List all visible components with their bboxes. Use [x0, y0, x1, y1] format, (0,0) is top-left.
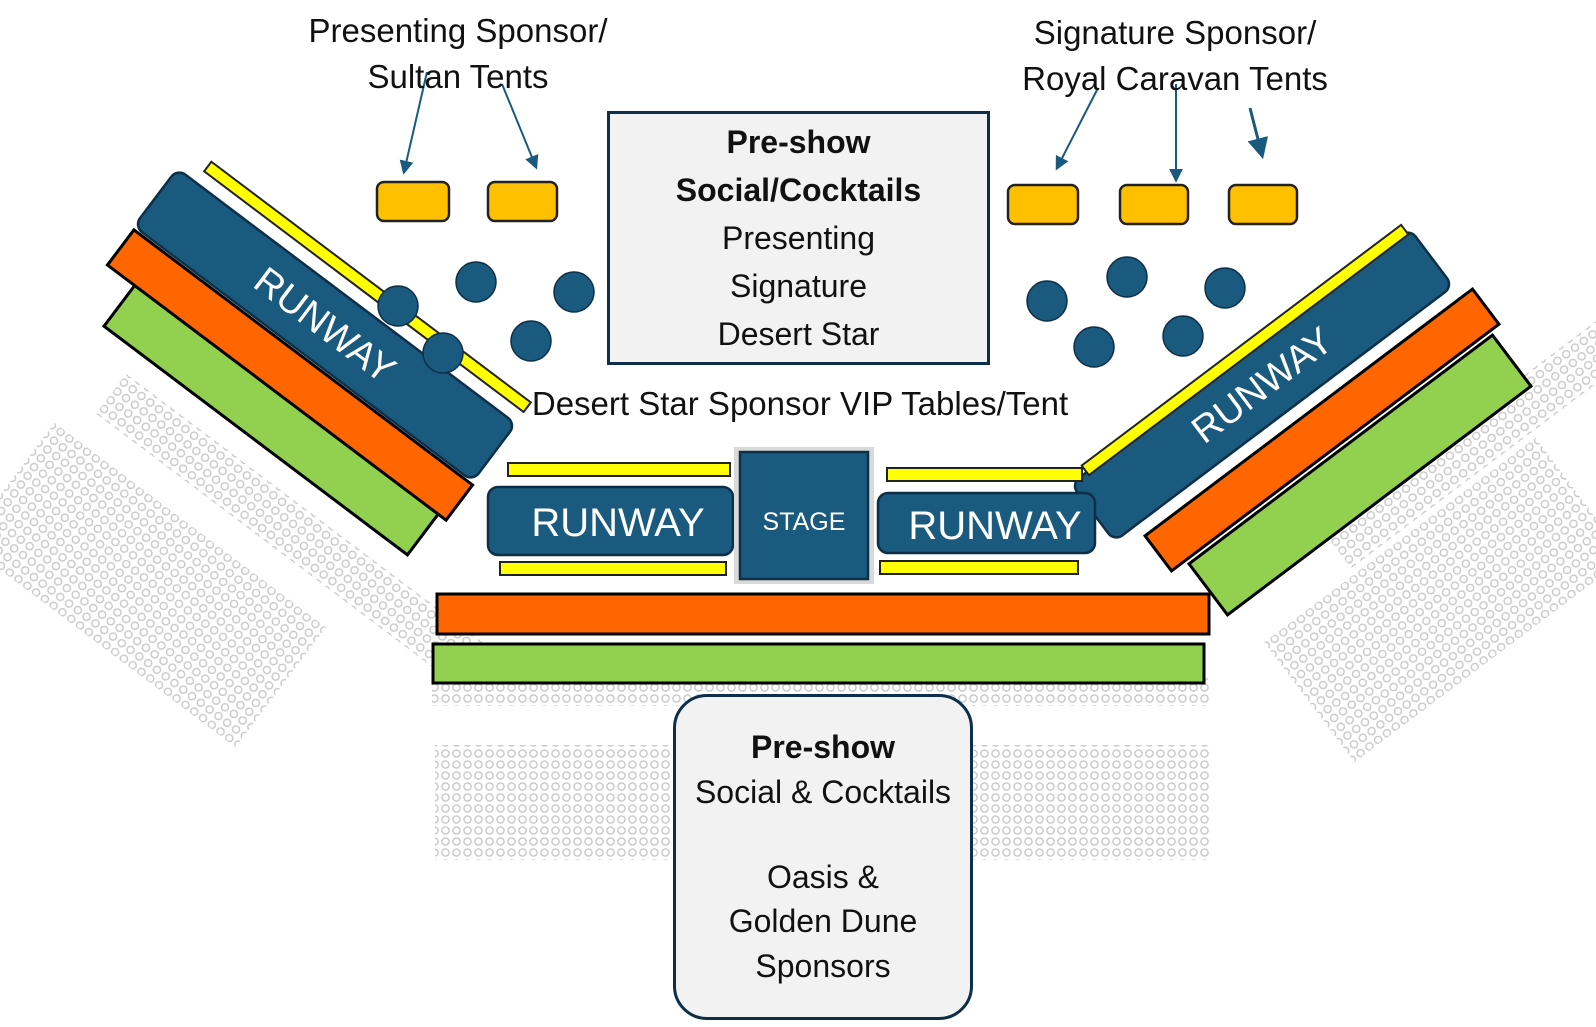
stage: STAGE: [734, 447, 874, 584]
bottom-box-line-2: Oasis &: [766, 858, 880, 895]
vip-table: [1106, 256, 1148, 298]
seating-area-right-outer: [1264, 437, 1596, 763]
royal-caravan-tent-2: [1118, 183, 1190, 226]
vip-table: [1162, 315, 1204, 357]
top-box-title-1: Pre-show: [726, 124, 871, 160]
center-left-runway-label: RUNWAY: [531, 501, 704, 545]
seating-area-left-outer: [0, 422, 326, 748]
top-box-title-2: Social/Cocktails: [675, 172, 922, 208]
right-yellow-strip: [1080, 223, 1410, 477]
bottom-box-line-3: Golden Dune: [728, 903, 918, 940]
vip-table: [422, 332, 464, 374]
sultan-tent-2: [486, 180, 559, 223]
vip-table: [1204, 267, 1246, 309]
right-orange-seating-band: [1142, 286, 1502, 574]
signature-tents-label-line-1: Signature Sponsor/: [1033, 14, 1317, 51]
sultan-tent-1: [375, 180, 451, 223]
vip-table: [455, 261, 497, 303]
center-right-runway: RUNWAY: [876, 491, 1097, 555]
desert-star-vip-label: Desert Star Sponsor VIP Tables/Tent: [531, 385, 1069, 422]
center-right-yellow-strip-bottom: [879, 560, 1079, 575]
top-box-line-3: Desert Star: [717, 316, 880, 352]
preshow-social-bottom-box: Pre-show Social & Cocktails Oasis & Gold…: [673, 694, 973, 1020]
vip-table: [510, 320, 552, 362]
center-orange-seating-band: [435, 592, 1211, 636]
signature-tents-label: Signature Sponsor/ Royal Caravan Tents: [1000, 10, 1350, 102]
presenting-tents-label-line-2: Sultan Tents: [367, 58, 549, 95]
top-box-line-1: Presenting: [722, 220, 875, 256]
top-box-line-2: Signature: [730, 268, 867, 304]
arrow-icon: [1247, 107, 1269, 160]
right-green-seating-band: [1186, 332, 1534, 618]
center-green-seating-band: [431, 642, 1206, 685]
left-orange-seating-band: [105, 227, 475, 523]
center-right-yellow-strip-top: [886, 467, 1083, 482]
center-left-runway: RUNWAY: [486, 485, 735, 557]
seating-area-bottom-right: [968, 745, 1210, 860]
arrow-icon: [501, 83, 539, 170]
arrow-icon: [399, 71, 428, 175]
tent-arrows: [399, 71, 1269, 183]
arrow-icon: [1055, 87, 1099, 171]
vip-table: [1026, 280, 1068, 322]
vip-table: [1073, 326, 1115, 368]
vip-table: [377, 285, 419, 327]
center-left-yellow-strip-top: [507, 462, 731, 477]
stage-label: STAGE: [763, 508, 846, 536]
vip-tables-left: [377, 261, 595, 374]
presenting-tents-label: Presenting Sponsor/ Sultan Tents: [290, 8, 626, 100]
center-right-runway-label: RUNWAY: [908, 504, 1081, 548]
seating-area-right-inner: [1321, 287, 1596, 569]
bottom-box-title: Pre-show: [750, 729, 896, 765]
left-runway: RUNWAY: [136, 171, 514, 479]
seating-area-left-inner: [96, 373, 486, 685]
vip-tables-right: [1026, 256, 1246, 368]
bottom-box-line-4: Sponsors: [755, 948, 891, 985]
center-left-yellow-strip-bottom: [499, 561, 727, 576]
vip-table: [553, 271, 595, 313]
signature-tents-label-line-2: Royal Caravan Tents: [1022, 60, 1328, 97]
presenting-tents-label-line-1: Presenting Sponsor/: [308, 12, 608, 49]
royal-caravan-tent-1: [1006, 183, 1080, 226]
seating-area-bottom-left: [435, 745, 670, 860]
preshow-social-cocktails-box: Pre-show Social/Cocktails Presenting Sig…: [607, 111, 990, 365]
bottom-box-line-1: Social & Cocktails: [694, 773, 952, 810]
royal-caravan-tent-3: [1227, 183, 1299, 226]
